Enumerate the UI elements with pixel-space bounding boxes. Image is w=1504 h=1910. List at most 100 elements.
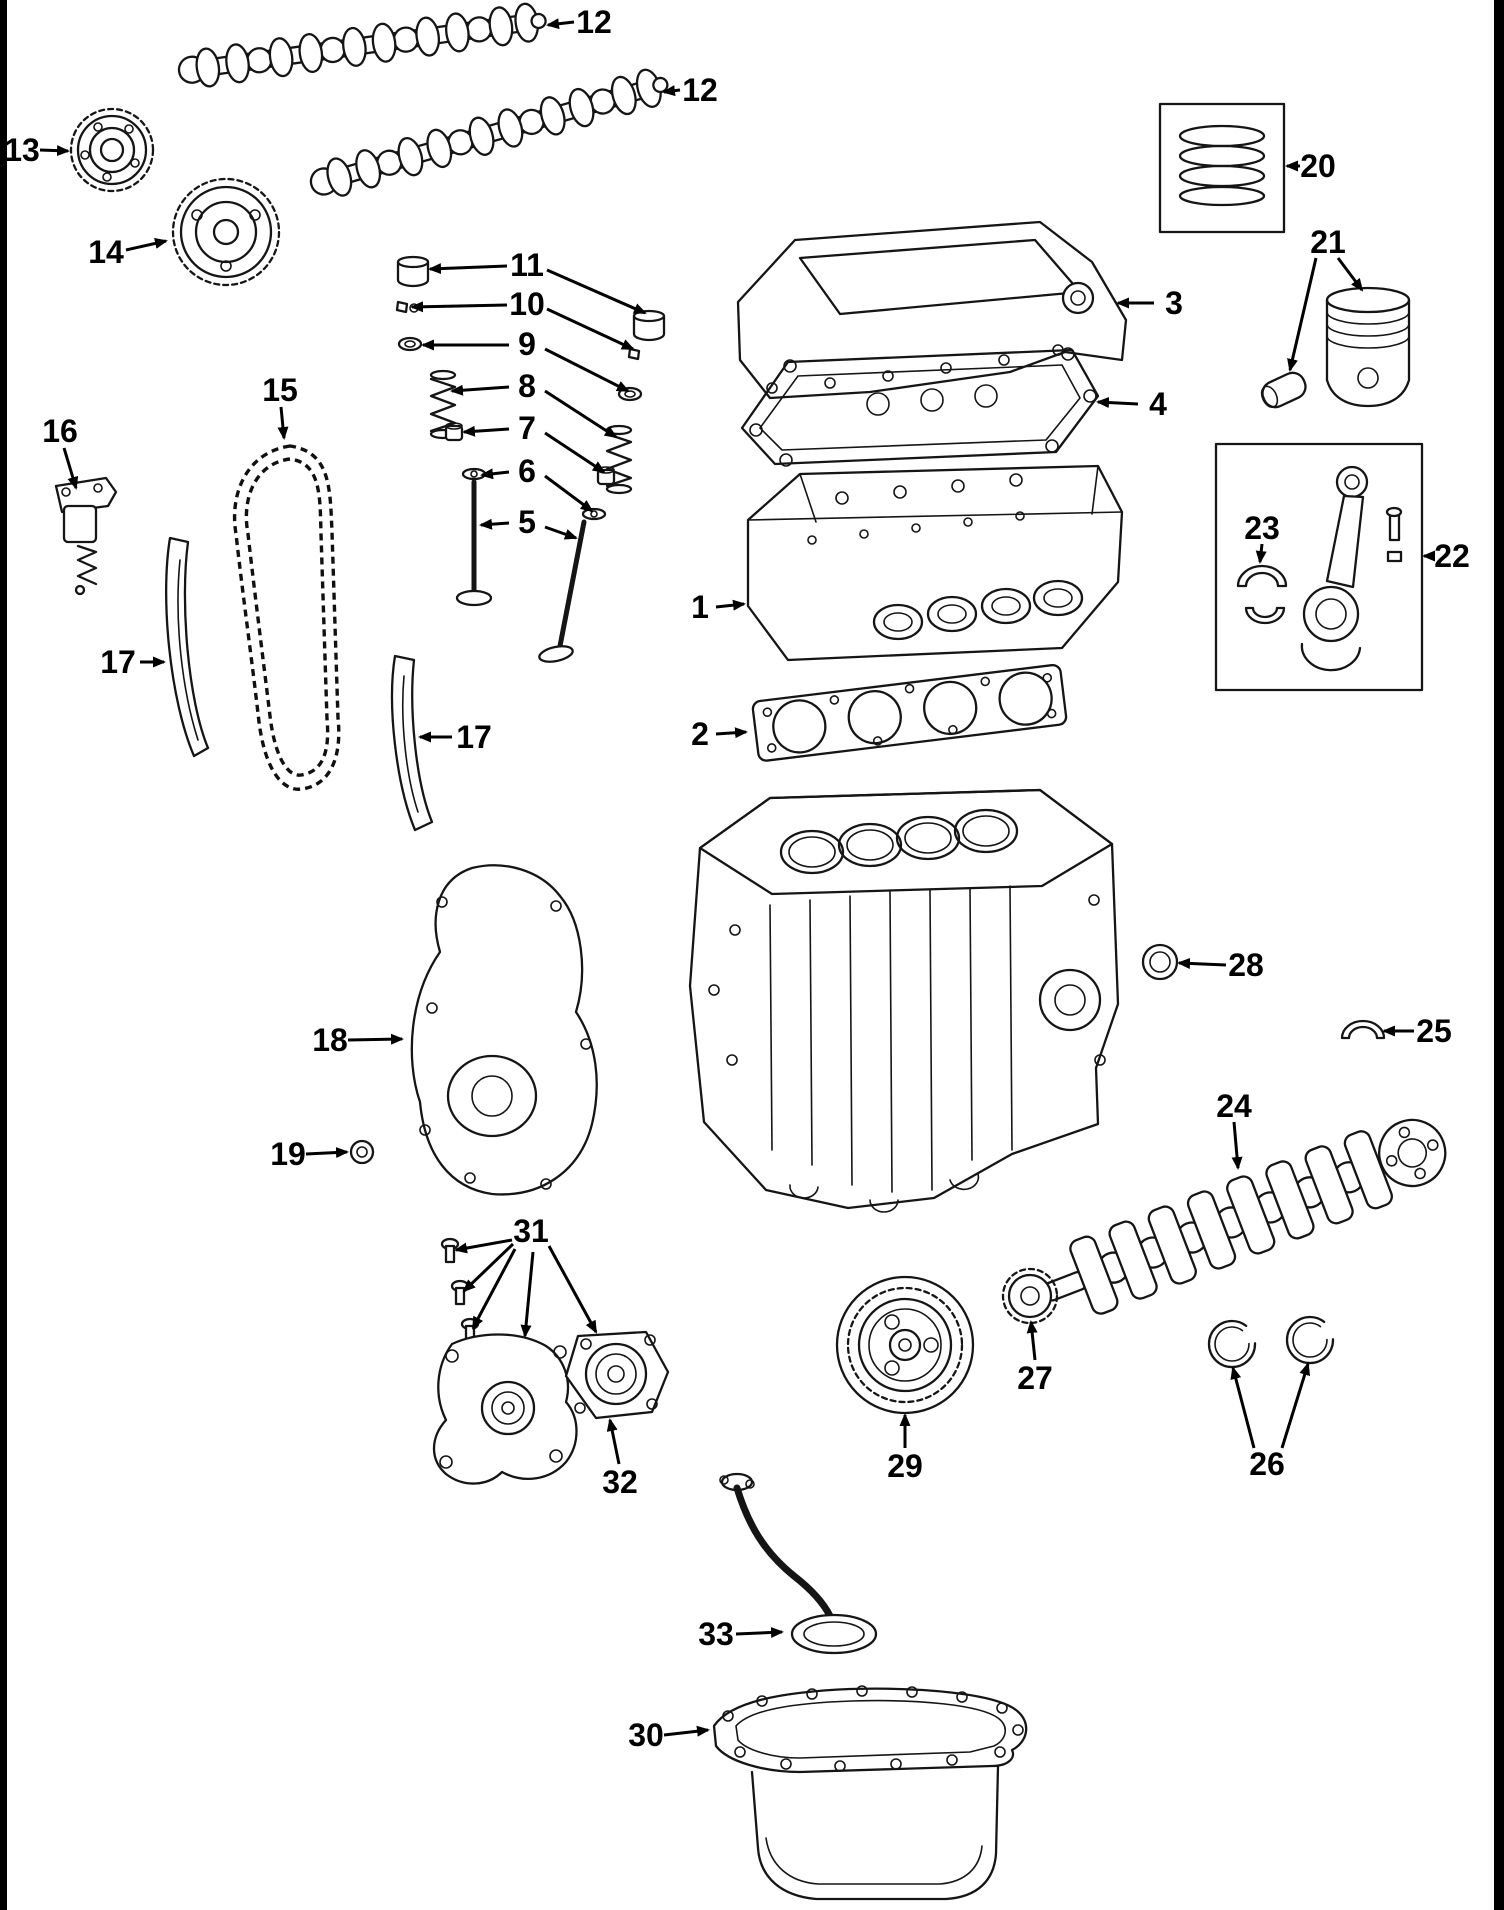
callout-timing-chain-cover: 18 xyxy=(312,1022,348,1058)
leader-valve xyxy=(544,525,578,540)
oil-strainer-drawing xyxy=(719,1472,878,1655)
callout-connecting-rod: 22 xyxy=(1434,538,1470,574)
callout-oil-pump-rotor: 32 xyxy=(602,1464,638,1500)
leader-thrust-washers xyxy=(1230,1366,1256,1449)
leader-valve-spring-seat xyxy=(544,474,594,513)
oil-pump-rotor-drawing xyxy=(564,1330,670,1420)
camshaft-timing-gear-drawing xyxy=(69,107,155,193)
leader-connecting-rod-bearing xyxy=(1255,543,1267,564)
leader-valve-spring-seat xyxy=(480,468,510,480)
oil-pan-drawing xyxy=(712,1685,1028,1901)
leader-valve-stem-seal xyxy=(544,431,606,474)
callout-valve-keeper: 10 xyxy=(509,286,545,322)
callout-camshaft-timing-gear: 13 xyxy=(4,132,40,168)
callout-crankshaft-oil-seal: 28 xyxy=(1228,947,1264,983)
camshaft-intake-drawing xyxy=(177,2,547,88)
callout-main-bearing: 25 xyxy=(1416,1013,1452,1049)
leader-chain-tensioner xyxy=(62,447,79,490)
cylinder-head-gasket-drawing xyxy=(751,663,1068,762)
leader-camshaft-timing-gear-assembly xyxy=(125,238,168,252)
main-bearing-drawing xyxy=(1340,1019,1386,1040)
callout-camshaft-exhaust: 12 xyxy=(682,72,718,108)
valve-train-right-drawing xyxy=(538,309,666,663)
callout-chain-tensioner: 16 xyxy=(42,413,78,449)
leader-oil-pump xyxy=(547,1245,598,1334)
callout-valve-lifter: 11 xyxy=(510,247,544,283)
engine-block-drawing xyxy=(688,788,1120,1213)
callout-crankshaft-pulley: 29 xyxy=(887,1448,923,1484)
callout-crankshaft: 24 xyxy=(1216,1088,1252,1124)
leader-valve xyxy=(479,518,510,530)
callout-oil-pan: 30 xyxy=(628,1717,664,1753)
leader-crankshaft xyxy=(1231,1121,1243,1170)
camshaft-exhaust-drawing xyxy=(309,68,669,197)
leader-timing-chain-cover xyxy=(347,1033,404,1045)
leader-piston-and-pin xyxy=(1336,257,1364,292)
callout-chain-guide-2: 17 xyxy=(456,719,492,755)
leader-thrust-washers xyxy=(1280,1362,1311,1449)
callout-valve-spring-seat: 6 xyxy=(518,453,536,489)
leader-cylinder-head-gasket xyxy=(715,727,748,739)
leader-oil-pump-rotor xyxy=(606,1418,621,1465)
camshaft-timing-gear-assembly-drawing xyxy=(171,177,281,287)
crankshaft-timing-gear-drawing xyxy=(1001,1267,1059,1325)
leader-oil-pan xyxy=(663,1725,710,1737)
leader-cylinder-head xyxy=(715,599,746,611)
callout-sealing-plug: 19 xyxy=(270,1136,306,1172)
leader-timing-chain xyxy=(277,406,289,440)
leader-valve-stem-seal xyxy=(462,425,510,437)
leader-oil-pump xyxy=(462,1242,515,1293)
valve-cover-gasket-drawing xyxy=(740,347,1100,467)
callout-valve-spring: 8 xyxy=(518,368,536,404)
timing-chain-cover-drawing xyxy=(410,864,598,1196)
callout-piston-rings: 20 xyxy=(1300,148,1336,184)
thrust-washers-drawing xyxy=(1207,1315,1335,1369)
leader-crankshaft-oil-seal xyxy=(1177,957,1227,969)
leader-valve-lifter xyxy=(546,268,647,315)
callout-camshaft-timing-gear-assembly: 14 xyxy=(88,234,124,270)
cylinder-head-drawing xyxy=(746,464,1124,662)
callout-chain-guide: 17 xyxy=(100,644,136,680)
callout-thrust-washers: 26 xyxy=(1249,1446,1285,1482)
leader-crankshaft-timing-gear xyxy=(1026,1320,1038,1361)
leader-valve-cover-gasket xyxy=(1096,397,1139,409)
oil-pump-body-drawing xyxy=(432,1333,578,1485)
leader-sealing-plug xyxy=(305,1147,349,1159)
chain-guide-right-drawing xyxy=(390,654,434,832)
sealing-plug-drawing xyxy=(349,1139,375,1165)
leader-oil-pump xyxy=(520,1251,535,1338)
callout-timing-chain: 15 xyxy=(262,372,298,408)
crankshaft-oil-seal-drawing xyxy=(1141,943,1179,981)
connecting-rod-bearing-drawing xyxy=(1236,564,1288,625)
piston-and-pin-drawing xyxy=(1260,286,1411,409)
chain-guide-left-drawing xyxy=(165,536,210,758)
leader-camshaft-intake xyxy=(546,18,575,30)
callout-crankshaft-timing-gear: 27 xyxy=(1017,1360,1053,1396)
leader-valve-spring-retainer xyxy=(544,347,630,393)
crankshaft-drawing xyxy=(1043,1118,1447,1315)
piston-rings-drawing xyxy=(1158,102,1286,234)
callout-piston-and-pin: 21 xyxy=(1310,224,1346,260)
page-edge-right xyxy=(1494,0,1504,1910)
callout-connecting-rod-bearing: 23 xyxy=(1244,510,1280,546)
callout-valve-spring-retainer: 9 xyxy=(518,326,536,362)
callout-valve: 5 xyxy=(518,504,536,540)
callout-valve-stem-seal: 7 xyxy=(518,410,536,446)
crankshaft-pulley-drawing xyxy=(835,1275,975,1415)
leader-oil-strainer xyxy=(735,1626,784,1638)
callout-valve-cover: 3 xyxy=(1165,285,1183,321)
valve-cover-drawing xyxy=(736,220,1128,400)
leader-oil-pump xyxy=(454,1238,513,1254)
leader-valve-spring xyxy=(450,384,510,396)
callout-oil-strainer: 33 xyxy=(698,1616,734,1652)
connecting-rod-drawing xyxy=(1214,442,1424,692)
page-edge-left xyxy=(0,0,7,1910)
leader-camshaft-timing-gear xyxy=(39,145,70,157)
leader-valve-keeper xyxy=(546,307,635,351)
leader-valve-spring xyxy=(544,389,618,439)
leader-camshaft-exhaust xyxy=(662,85,681,97)
timing-chain-drawing xyxy=(232,444,341,791)
leader-piston-and-pin xyxy=(1287,257,1318,372)
